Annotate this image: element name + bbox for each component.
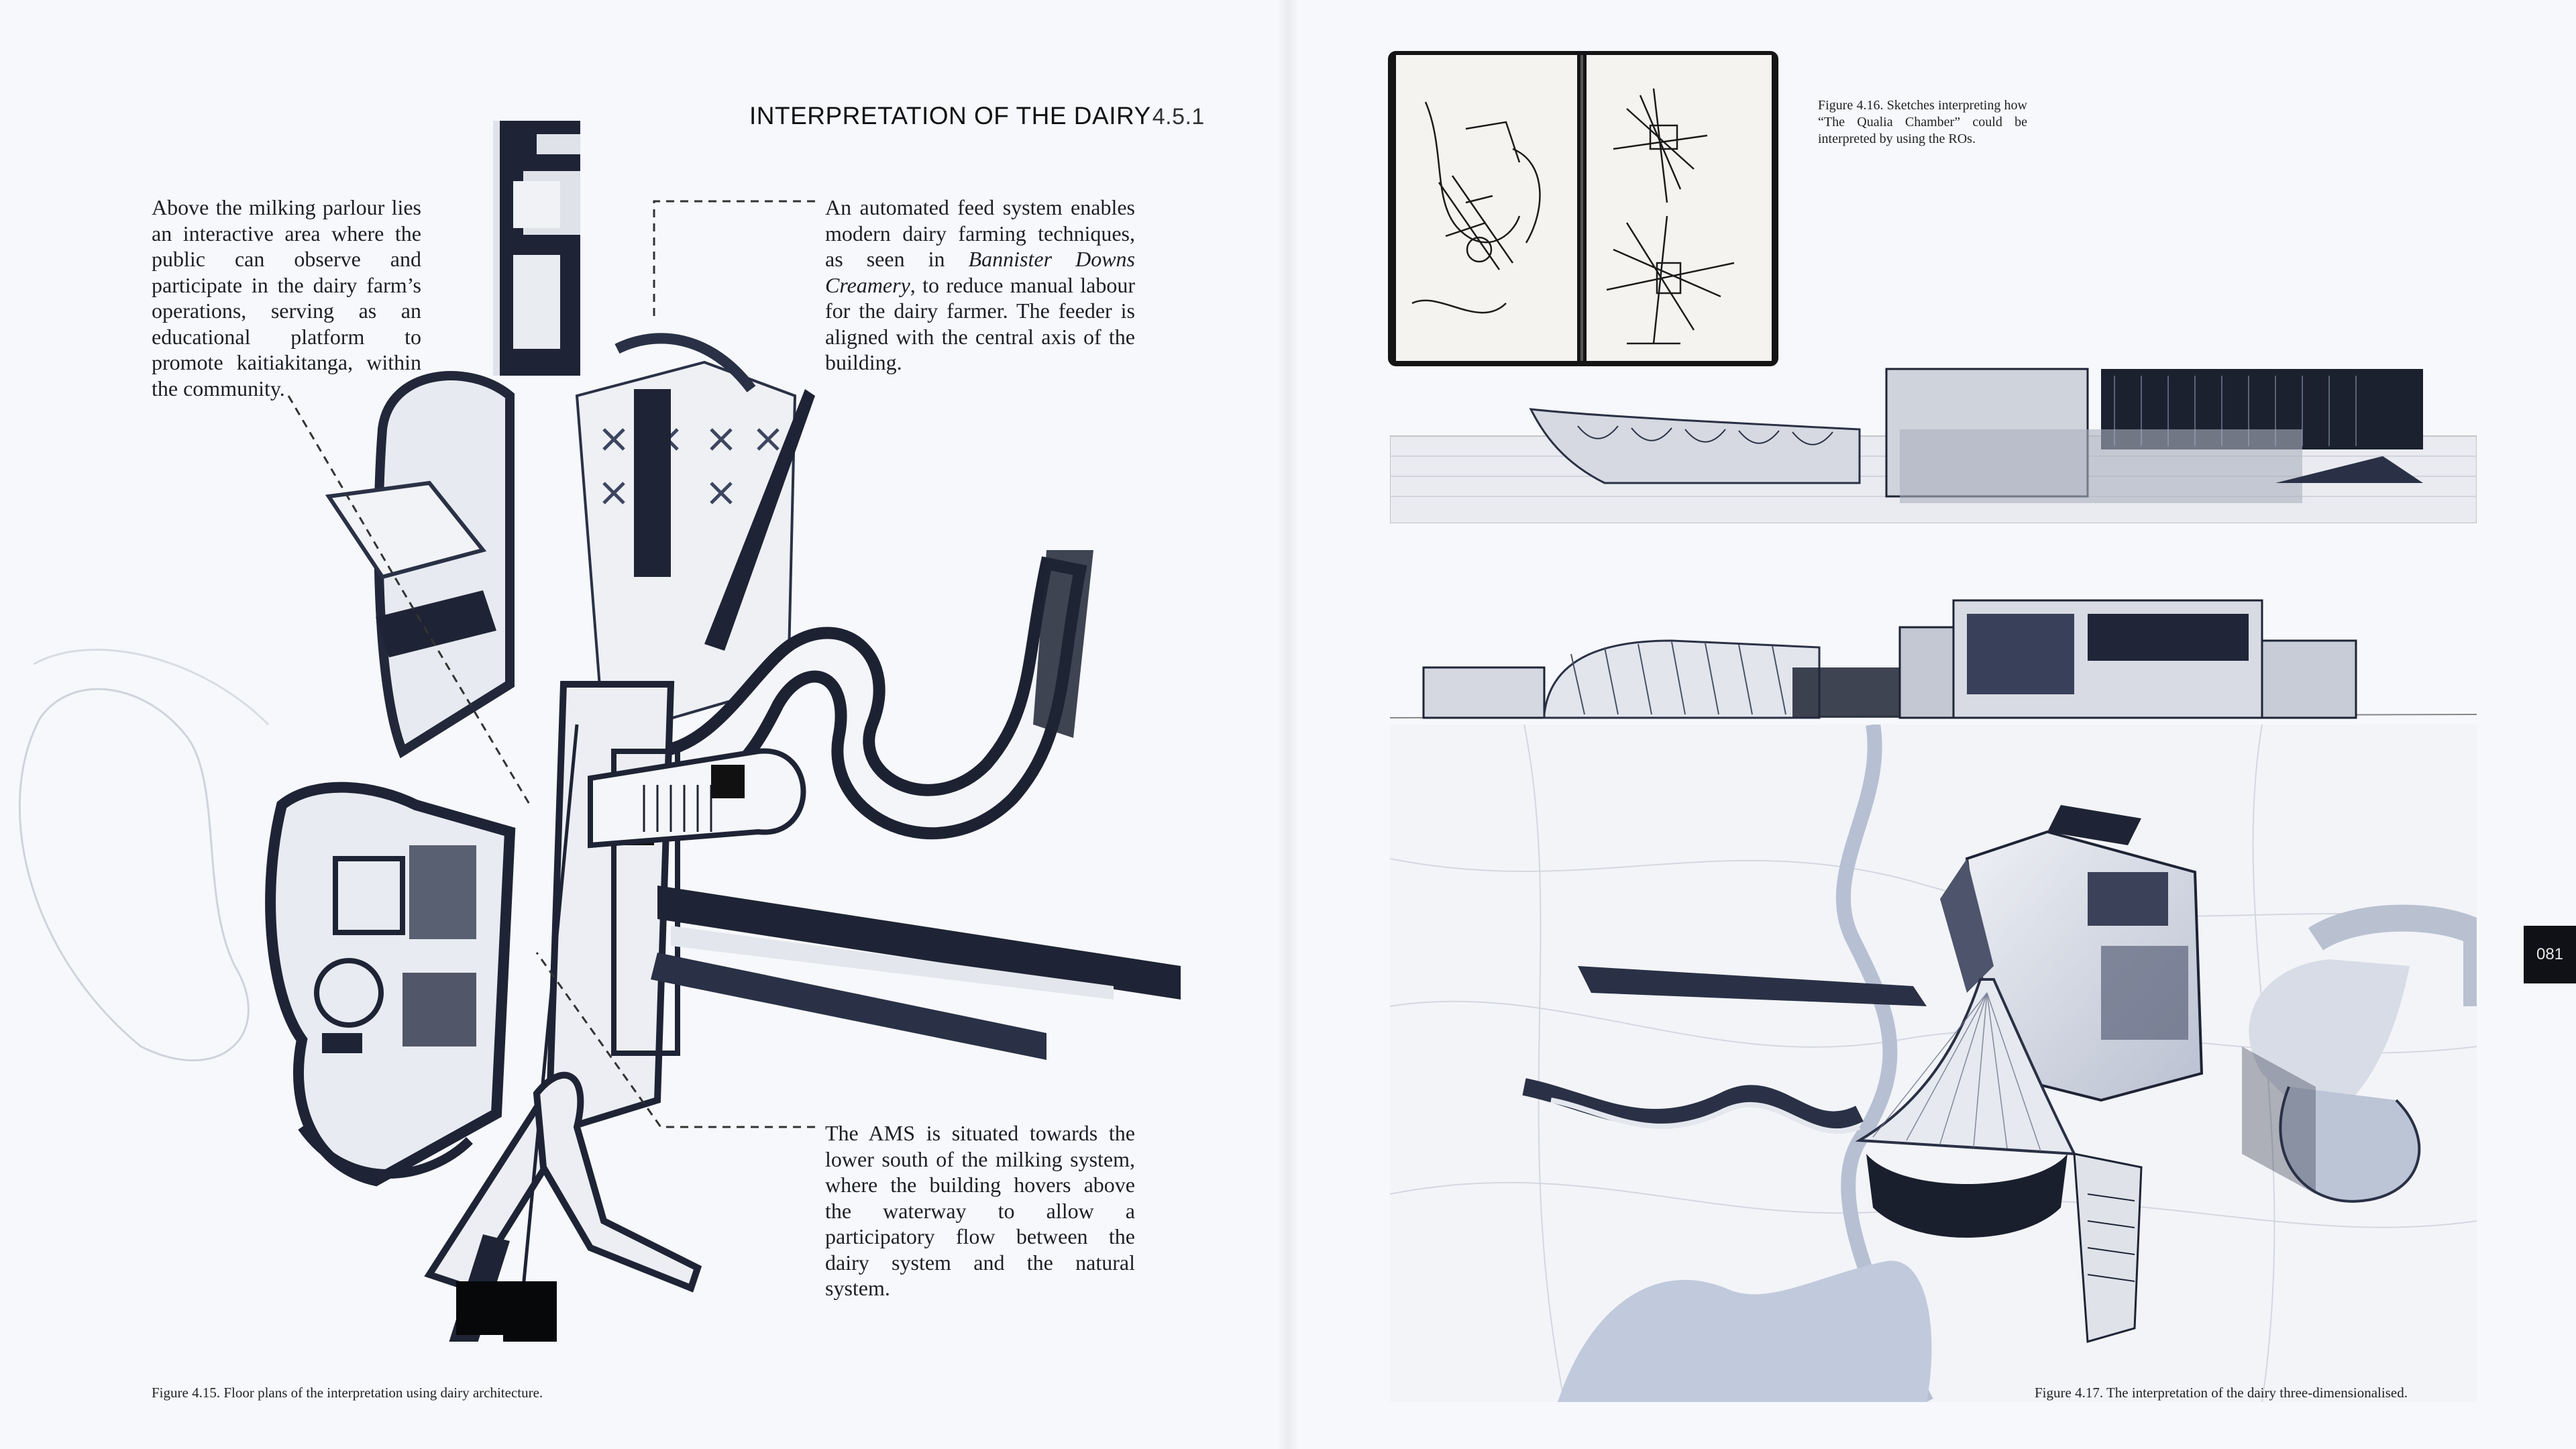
page-number: 081: [2536, 945, 2564, 963]
floor-plan-drawing: [18, 121, 1181, 1342]
figure-4-17-caption: Figure 4.17. The interpretation of the d…: [2035, 1385, 2408, 1401]
section-elevation-1: [1390, 368, 2477, 523]
section-title-text: INTERPRETATION OF THE DAIRY: [749, 102, 1151, 129]
section-number: 4.5.1: [1152, 104, 1205, 129]
feed-system-text-a: An automated feed system enables modern …: [825, 195, 1135, 271]
feed-system-paragraph: An automated feed system enables modern …: [825, 195, 1135, 376]
feed-system-text-b: , to reduce manual labour for the dairy …: [825, 272, 1135, 375]
section-elevation-2: [1390, 599, 2477, 719]
sketchbook-image: [1388, 51, 1778, 366]
ams-paragraph: The AMS is situated towards the lower so…: [825, 1121, 1135, 1300]
feed-system-reference: Bannister Downs Creamery: [825, 247, 1135, 297]
axonometric-render: [1390, 724, 2477, 1402]
figure-4-15-caption: Figure 4.15. Floor plans of the interpre…: [152, 1385, 543, 1401]
book-gutter: [1277, 0, 1299, 1449]
section-title: INTERPRETATION OF THE DAIRY4.5.1: [749, 102, 1204, 130]
page-number-tab: 081: [2524, 926, 2576, 983]
figure-4-16-caption: Figure 4.16. Sketches interpreting how “…: [1818, 98, 2027, 146]
milking-parlour-paragraph: Above the milking parlour lies an intera…: [152, 195, 421, 400]
